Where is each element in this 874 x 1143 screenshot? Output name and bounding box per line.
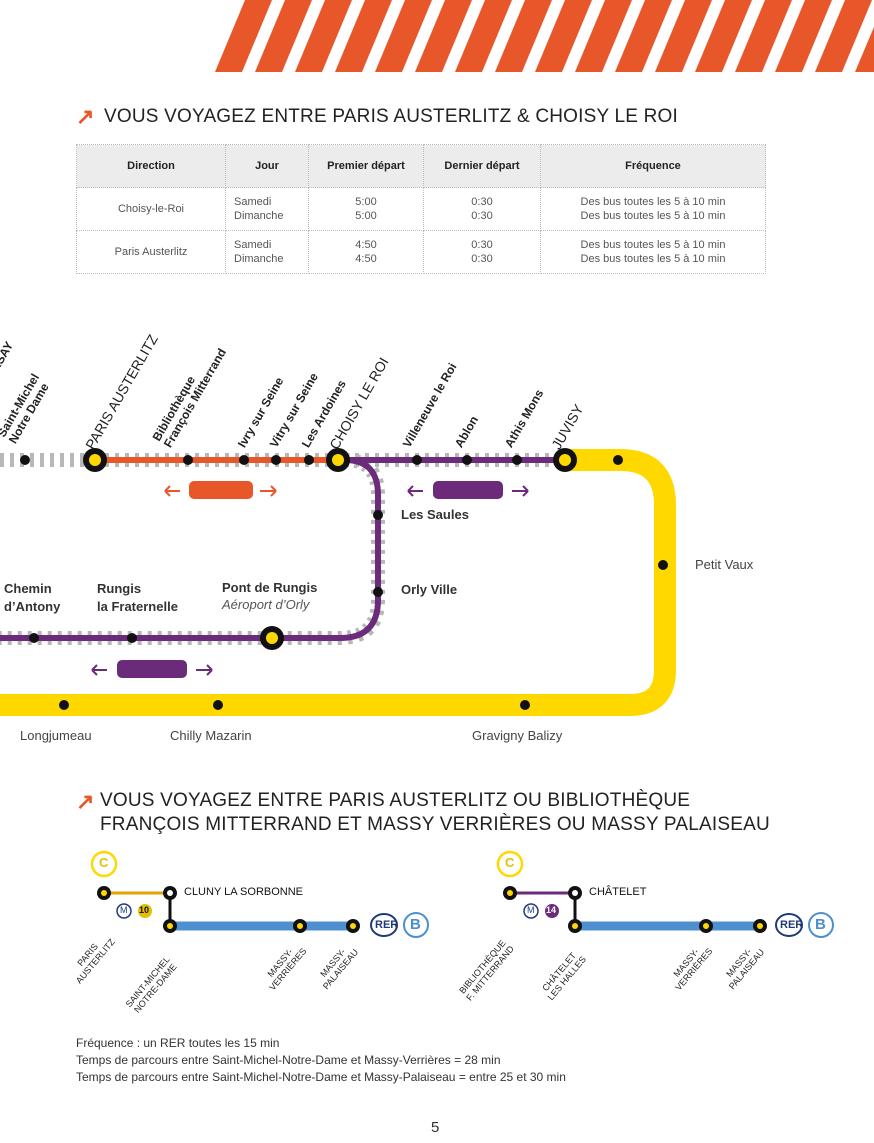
col-frequence: Fréquence	[540, 144, 766, 188]
metro-icon: M	[527, 905, 535, 915]
rer-b-icon: B	[410, 916, 421, 933]
travel-time-verrieres: Temps de parcours entre Saint-Michel-Not…	[76, 1053, 501, 1067]
col-dernier: Dernier départ	[423, 144, 541, 188]
station-pont-de-rungis: Pont de Rungis	[222, 580, 318, 595]
bus-icon	[164, 481, 277, 499]
section-title-austerlitz-massy-line2: FRANÇOIS MITTERRAND ET MASSY VERRIÈRES O…	[100, 814, 770, 835]
table-header-row: Direction Jour Premier départ Dernier dé…	[76, 144, 766, 188]
cell-direction: Choisy-le-Roi	[76, 187, 226, 231]
col-direction: Direction	[76, 144, 226, 188]
section-title-austerlitz-choisy: VOUS VOYAGEZ ENTRE PARIS AUSTERLITZ & CH…	[104, 106, 678, 127]
station-cluny: CLUNY LA SORBONNE	[184, 886, 304, 898]
station-petit-vaux: Petit Vaux	[695, 557, 754, 572]
col-jour: Jour	[225, 144, 309, 188]
header-stripes	[215, 0, 874, 72]
travel-time-palaiseau: Temps de parcours entre Saint-Michel-Not…	[76, 1070, 566, 1084]
rer-c-badge: C	[99, 855, 109, 870]
station-antony: d’Antony	[4, 599, 61, 614]
station-rungis: Rungis	[97, 581, 142, 596]
bus-icon	[91, 481, 529, 678]
station-chemin: Chemin	[4, 581, 52, 596]
rer-icon: RER	[375, 919, 399, 931]
rer-icon: RER	[780, 919, 804, 931]
section-title-austerlitz-massy-line1: VOUS VOYAGEZ ENTRE PARIS AUSTERLITZ OU B…	[100, 790, 691, 811]
station-fraternelle: la Fraternelle	[97, 599, 178, 614]
page-number: 5	[431, 1119, 440, 1136]
station-les-saules: Les Saules	[401, 507, 469, 522]
arrow-icon: ↗	[76, 789, 95, 814]
rer-b-icon: B	[815, 916, 826, 933]
station-gravigny: Gravigny Balizy	[472, 728, 563, 743]
line-map	[0, 448, 676, 716]
station-orly-ville: Orly Ville	[401, 582, 458, 597]
rer-diagrams	[90, 850, 834, 938]
station-aeroport: Aéroport d’Orly	[222, 597, 310, 612]
metro-line-14: 14	[546, 905, 557, 915]
cell-direction: Paris Austerlitz	[76, 230, 226, 274]
rer-c-badge: C	[505, 855, 515, 870]
frequency-note: Fréquence : un RER toutes les 15 min	[76, 1036, 280, 1050]
station-chatelet: CHÂTELET	[589, 886, 647, 898]
timetable: Direction Jour Premier départ Dernier dé…	[76, 144, 766, 274]
metro-icon: M	[120, 905, 128, 915]
station-chilly: Chilly Mazarin	[170, 728, 252, 743]
metro-line-10: 10	[139, 905, 150, 915]
arrow-icon: ↗	[76, 104, 95, 129]
station-longjumeau: Longjumeau	[20, 728, 92, 743]
col-premier: Premier départ	[308, 144, 424, 188]
